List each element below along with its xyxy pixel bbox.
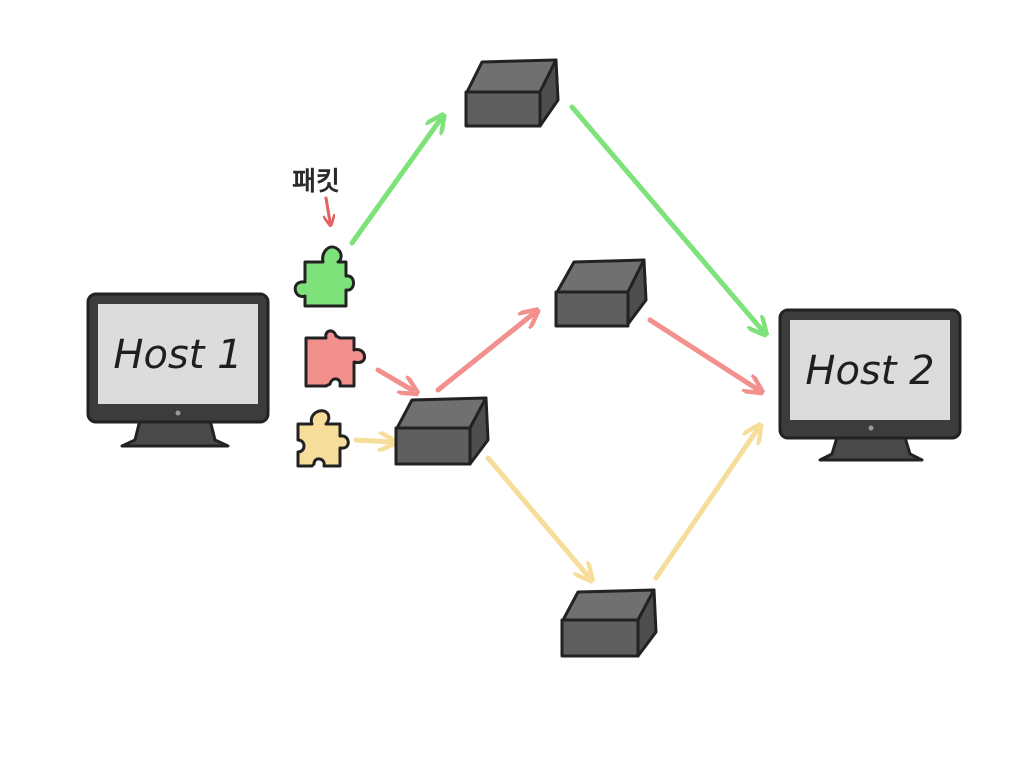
host2-label: Host 2	[805, 348, 934, 394]
red-route-arrow-to-host2	[647, 317, 757, 389]
green-route-arrow-to-host2	[569, 104, 762, 330]
yellow-route-arrow-to-center-router	[353, 440, 390, 442]
host1-screen	[98, 304, 258, 404]
router-top-icon	[464, 58, 560, 128]
host1-monitor-icon: Host 1	[86, 292, 270, 448]
packet-red-puzzle-piece-icon	[304, 329, 366, 388]
yellow-route-arrow-to-bottom-router	[485, 455, 588, 576]
green-route-arrow-to-top-router	[349, 120, 440, 246]
router-center-icon	[394, 396, 490, 466]
yellow-route-arrow-to-host2	[653, 430, 757, 581]
packet-annotation-arrow	[326, 196, 330, 222]
router-upper-middle-icon	[554, 258, 648, 328]
host1-label: Host 1	[113, 332, 242, 378]
router-bottom-icon	[560, 588, 658, 658]
red-route-arrow-to-upper-middle-router	[435, 314, 533, 393]
host2-screen	[790, 320, 950, 420]
packet-yellow-puzzle-piece-icon	[296, 409, 350, 468]
packet-annotation-label: 패킷	[292, 167, 340, 197]
packet-green-puzzle-piece-icon	[293, 245, 355, 308]
red-route-arrow-to-center-router	[375, 367, 412, 390]
host2-monitor-icon: Host 2	[778, 308, 962, 462]
